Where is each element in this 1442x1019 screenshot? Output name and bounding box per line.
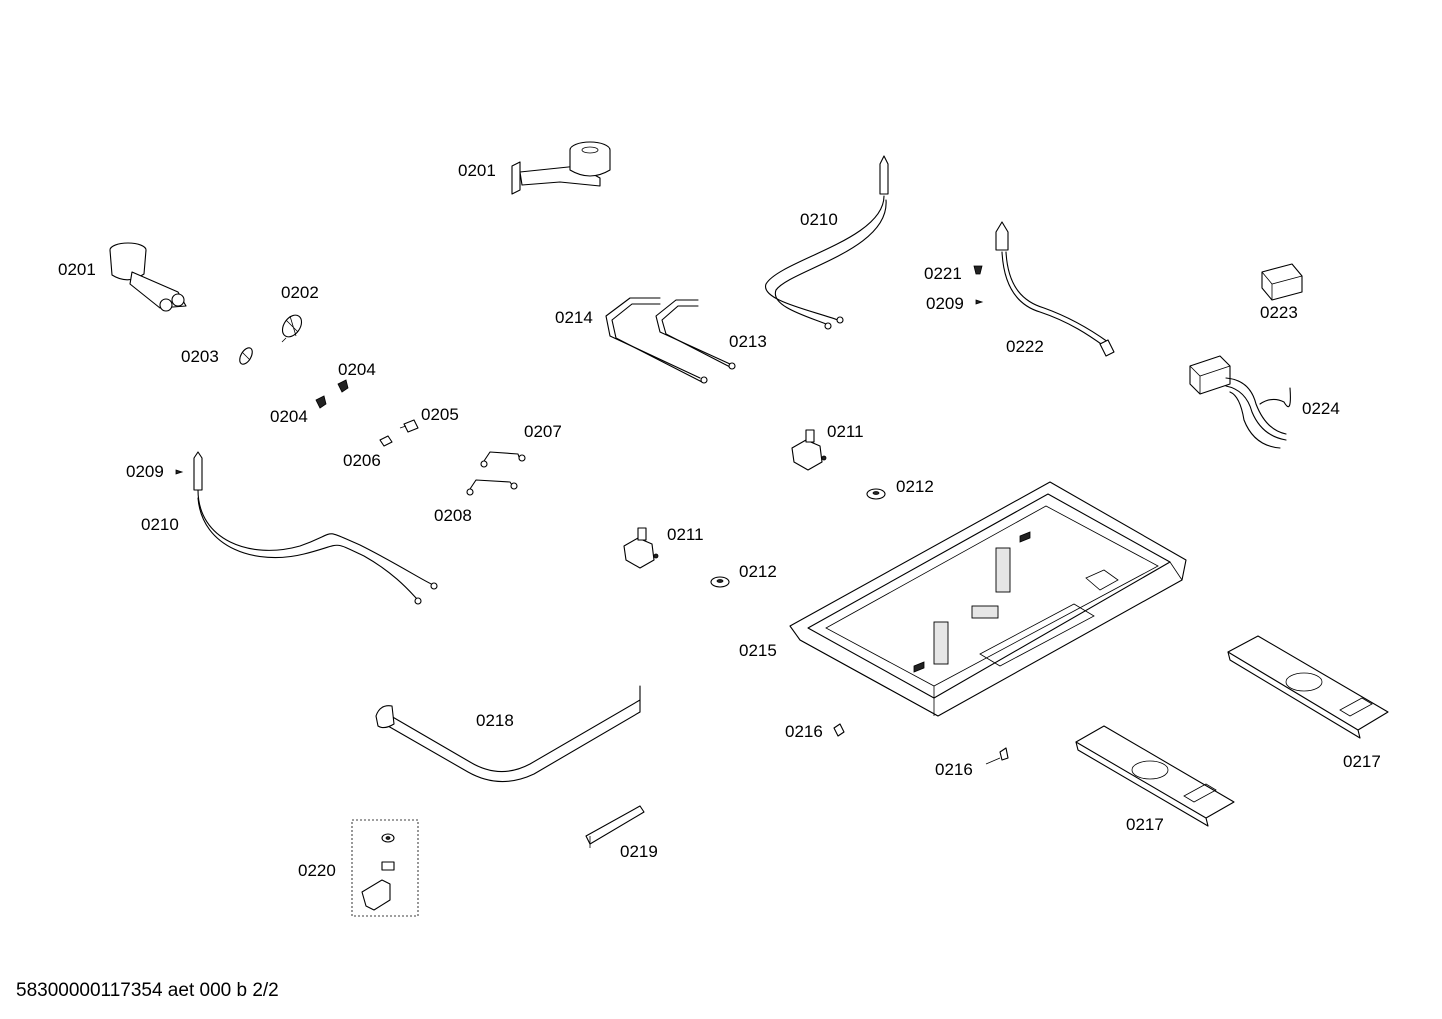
- part-0209-clip-left[interactable]: [175, 469, 184, 475]
- document-code: 58300000117354 aet 000 b 2/2: [16, 980, 279, 1001]
- callout-0202: 0202: [281, 283, 319, 302]
- part-0203-cap[interactable]: [237, 346, 255, 367]
- part-0220-fitting-kit[interactable]: [351, 819, 419, 917]
- part-0215-hob-tray[interactable]: [789, 481, 1187, 717]
- part-0210-thermocouple-left[interactable]: [193, 451, 438, 605]
- callout-0204-a: 0204: [338, 360, 376, 379]
- callout-0211-b: 0211: [667, 525, 704, 544]
- callout-0209-right: 0209: [926, 294, 964, 313]
- part-0216-clip-b[interactable]: [985, 747, 1009, 765]
- callout-0224: 0224: [1302, 399, 1340, 418]
- part-0212-washer-b[interactable]: [710, 576, 730, 588]
- part-0204-nozzle-b[interactable]: [315, 395, 327, 409]
- callout-0223: 0223: [1260, 303, 1298, 322]
- callout-0217-left: 0217: [1126, 815, 1164, 834]
- callout-0214: 0214: [555, 308, 593, 327]
- callout-0213: 0213: [729, 332, 767, 351]
- callout-0206: 0206: [343, 451, 381, 470]
- part-0219-rail[interactable]: [585, 805, 645, 848]
- callout-0209-left: 0209: [126, 462, 164, 481]
- part-0223-ignition-unit[interactable]: [1261, 263, 1303, 301]
- callout-0222: 0222: [1006, 337, 1044, 356]
- part-0212-washer-a[interactable]: [866, 488, 886, 500]
- burner-arm-top[interactable]: [511, 141, 611, 195]
- callout-0210-left: 0210: [141, 515, 179, 534]
- callout-0220: 0220: [298, 861, 336, 880]
- callout-0218: 0218: [476, 711, 514, 730]
- part-0217-bracket-right[interactable]: [1227, 635, 1389, 739]
- part-0209-clip-right[interactable]: [975, 299, 984, 305]
- callout-0204-b: 0204: [270, 407, 308, 426]
- callout-0203: 0203: [181, 347, 219, 366]
- part-0216-clip-a[interactable]: [833, 723, 845, 737]
- part-0218-main-gas-pipe[interactable]: [375, 685, 641, 783]
- part-0214-gas-pipe[interactable]: [605, 297, 708, 384]
- callout-0207: 0207: [524, 422, 562, 441]
- callout-0216-a: 0216: [785, 722, 823, 741]
- part-0217-bracket-left[interactable]: [1075, 725, 1235, 827]
- callout-0205: 0205: [421, 405, 459, 424]
- part-0224-wiring-harness[interactable]: [1189, 355, 1291, 449]
- part-0207-connector-pipe[interactable]: [480, 451, 526, 468]
- callout-0201-left: 0201: [58, 260, 96, 279]
- part-0208-connector-pipe[interactable]: [466, 479, 518, 496]
- callout-0215: 0215: [739, 641, 777, 660]
- part-0210-thermocouple-top[interactable]: [765, 155, 889, 330]
- callout-0221: 0221: [924, 264, 962, 283]
- callout-0219: 0219: [620, 842, 658, 861]
- part-0202-flame-spreader[interactable]: [279, 312, 306, 343]
- part-0211-gas-valve-b[interactable]: [623, 527, 659, 569]
- part-0213-gas-pipe[interactable]: [655, 299, 736, 370]
- callout-0208: 0208: [434, 506, 472, 525]
- callout-0212-b: 0212: [739, 562, 777, 581]
- callout-0217-right: 0217: [1343, 752, 1381, 771]
- part-0205-injector[interactable]: [399, 419, 419, 433]
- callout-0212-a: 0212: [896, 477, 934, 496]
- burner-arm-left[interactable]: [109, 242, 187, 312]
- part-0221-grommet[interactable]: [973, 265, 983, 275]
- part-0206-injector[interactable]: [379, 435, 393, 447]
- callout-0216-b: 0216: [935, 760, 973, 779]
- callout-0210-top: 0210: [800, 210, 838, 229]
- callout-0211-a: 0211: [827, 422, 864, 441]
- part-0204-nozzle-a[interactable]: [337, 379, 349, 393]
- callout-labels: 0201 0201 0202 0203 0204 0204 0205 0206 …: [58, 161, 1381, 880]
- part-0222-sensor-lead[interactable]: [995, 221, 1115, 357]
- part-0211-gas-valve-a[interactable]: [791, 429, 827, 471]
- callout-0201-top: 0201: [458, 161, 496, 180]
